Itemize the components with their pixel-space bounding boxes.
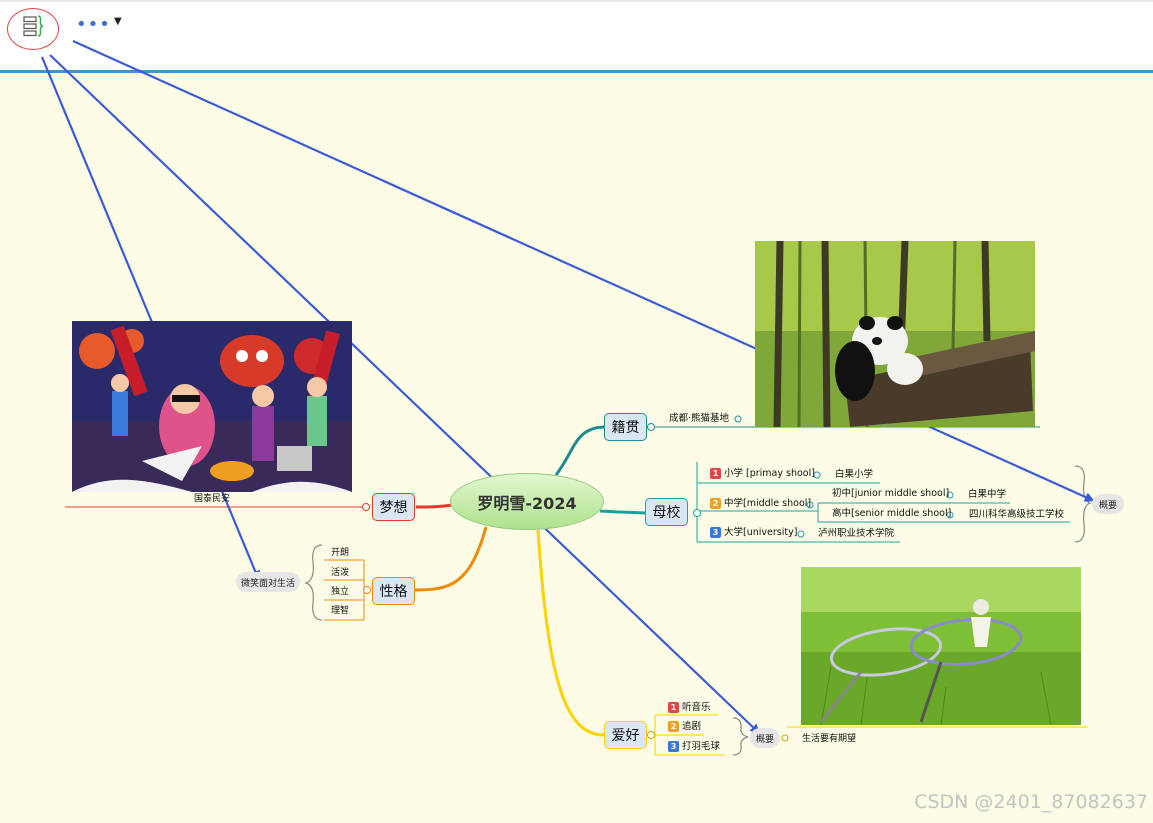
subtopic-xingge-3[interactable]: 独立 xyxy=(331,586,349,598)
subtopic-xingge-1[interactable]: 开朗 xyxy=(331,547,349,559)
subtopic-xingge-4[interactable]: 理智 xyxy=(331,605,349,617)
badminton-photo xyxy=(801,567,1081,725)
summary-muxiao[interactable]: 概要 xyxy=(1092,494,1124,514)
priority-badge-1: 1 xyxy=(710,468,721,479)
festival-illustration xyxy=(72,321,352,492)
priority-badge-2: 2 xyxy=(710,498,721,509)
topic-xingge[interactable]: 性格 xyxy=(372,577,415,605)
central-topic-label: 罗明雪-2024 xyxy=(477,490,576,514)
subtopic-jiguan-1[interactable]: 成都·熊猫基地 xyxy=(669,413,729,425)
university-name[interactable]: 泸州职业技术学院 xyxy=(818,528,894,540)
summary-aihao[interactable]: 概要 xyxy=(750,728,780,748)
topic-muxiao-label: 母校 xyxy=(653,502,681,522)
topic-aihao-label: 爱好 xyxy=(612,725,640,745)
subtopic-university-label: 大学[university] xyxy=(724,527,797,538)
subtopic-xingge-2[interactable]: 活泼 xyxy=(331,567,349,579)
subtopic-middle-label: 中学[middle shool] xyxy=(724,498,811,509)
senior-school-name[interactable]: 四川科华高级技工学校 xyxy=(969,509,1064,521)
subtopic-mengxiang-1[interactable]: 国泰民安 xyxy=(194,493,230,505)
subtopic-aihao-3-label: 打羽毛球 xyxy=(682,741,720,752)
subtopic-aihao-1-label: 听音乐 xyxy=(682,702,711,713)
central-topic[interactable]: 罗明雪-2024 xyxy=(450,473,604,530)
panda-photo xyxy=(755,241,1035,427)
subtopic-junior[interactable]: 初中[junior middle shool] xyxy=(832,488,949,500)
summary-xingge[interactable]: 微笑面对生活 xyxy=(236,572,300,592)
topic-mengxiang-label: 梦想 xyxy=(380,497,408,517)
topic-mengxiang[interactable]: 梦想 xyxy=(372,493,415,521)
priority-badge-2: 2 xyxy=(668,721,679,732)
watermark: CSDN @2401_87082637 xyxy=(914,791,1148,813)
topic-jiguan[interactable]: 籍贯 xyxy=(604,413,647,441)
subtopic-senior[interactable]: 高中[senior middle shool] xyxy=(832,508,951,520)
subtopic-aihao-2-label: 追剧 xyxy=(682,721,701,732)
subtopic-primary-label: 小学 [primay shool] xyxy=(724,468,815,479)
topic-xingge-label: 性格 xyxy=(380,581,408,601)
priority-badge-3: 3 xyxy=(668,741,679,752)
priority-badge-3: 3 xyxy=(710,527,721,538)
summary-aihao-note[interactable]: 生活要有期望 xyxy=(802,733,856,745)
primary-school-name[interactable]: 白果小学 xyxy=(835,469,873,481)
topic-aihao[interactable]: 爱好 xyxy=(604,721,647,749)
topic-muxiao[interactable]: 母校 xyxy=(645,498,688,526)
junior-school-name[interactable]: 白果中学 xyxy=(968,489,1006,501)
topic-jiguan-label: 籍贯 xyxy=(612,417,640,437)
priority-badge-1: 1 xyxy=(668,702,679,713)
